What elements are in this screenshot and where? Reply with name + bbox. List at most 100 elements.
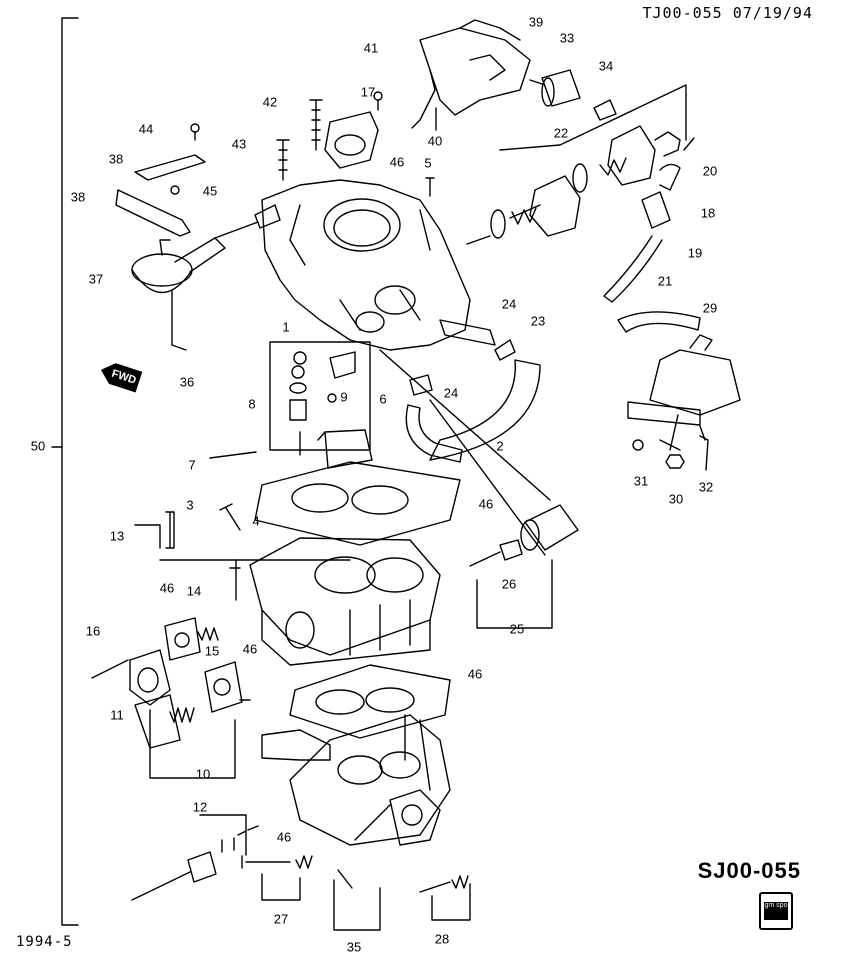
- carburetor-main-body: [229, 537, 441, 666]
- screw-16: [91, 659, 129, 679]
- callout-5: 5: [424, 155, 431, 170]
- assembly-bracket-50: [51, 17, 79, 926]
- callout-32: 32: [699, 479, 713, 494]
- gasket-46-lower: [289, 664, 451, 739]
- clamp-24a: [494, 339, 516, 361]
- linkage-arms-38: [115, 123, 206, 237]
- callout-1: 1: [282, 319, 289, 334]
- washers: [237, 825, 259, 836]
- callout-42: 42: [263, 94, 277, 109]
- vacuum-switching-valve-41: [411, 19, 531, 131]
- gm-spo-logo: gm spo: [759, 892, 793, 930]
- callout-33: 33: [560, 30, 574, 45]
- callout-15: 15: [205, 643, 219, 658]
- choke-diaphragm-37: [131, 221, 259, 351]
- callout-43: 43: [232, 136, 246, 151]
- callout-2: 2: [496, 438, 503, 453]
- screw-5: [425, 177, 435, 197]
- callout-28: 28: [435, 931, 449, 946]
- callout-6: 6: [379, 391, 386, 406]
- diagram-code: SJ00-055: [697, 858, 801, 883]
- callout-40: 40: [428, 133, 442, 148]
- hose-2: [405, 404, 463, 463]
- float-7: [209, 429, 373, 469]
- callout-19: 19: [688, 245, 702, 260]
- hose-23: [429, 359, 541, 461]
- callout-35: 35: [347, 939, 361, 954]
- diagram-reference: TJ00-055 07/19/94: [642, 4, 813, 22]
- screw-43: [276, 139, 290, 181]
- callout-10: 10: [196, 766, 210, 781]
- pump-diaphragm-46: [164, 617, 201, 661]
- callout-14: 14: [187, 583, 201, 598]
- nut-30: [665, 454, 685, 469]
- washer-31: [632, 439, 644, 451]
- callout-45: 45: [203, 183, 217, 198]
- callout-30: 30: [669, 491, 683, 506]
- callout-9: 9: [340, 389, 347, 404]
- callout-17: 17: [361, 84, 375, 99]
- spring-15: [197, 627, 219, 641]
- jet-13: [165, 511, 175, 549]
- hose-20: [659, 163, 681, 191]
- callout-29: 29: [703, 300, 717, 315]
- logo-text: gm spo: [764, 902, 788, 920]
- callout-11: 11: [110, 707, 124, 722]
- filter-18: [641, 191, 671, 229]
- callout-46: 46: [390, 154, 404, 169]
- jet-3: [219, 503, 241, 531]
- callout-44: 44: [139, 121, 153, 136]
- callout-22: 22: [554, 125, 568, 140]
- callout-12: 12: [193, 799, 207, 814]
- callout-4: 4: [252, 513, 259, 528]
- callout-18: 18: [701, 205, 715, 220]
- diaphragm-assembly-22: [466, 84, 695, 245]
- cap-34: [593, 99, 617, 121]
- cover-46: [324, 111, 379, 169]
- callout-13: 13: [110, 528, 124, 543]
- cover-46-lower: [204, 661, 243, 713]
- throttle-body: [261, 714, 451, 846]
- callout-8: 8: [248, 396, 255, 411]
- spring-27: [295, 855, 313, 869]
- callout-27: 27: [274, 911, 288, 926]
- callout-39: 39: [529, 14, 543, 29]
- callout-37: 37: [89, 271, 103, 286]
- sleeve-12: [187, 851, 217, 883]
- screw-28: [419, 881, 451, 893]
- clamp-24b: [409, 374, 433, 396]
- callout-38: 38: [109, 151, 123, 166]
- accelerator-pump-11: [129, 649, 181, 749]
- gasket-46-upper: [254, 461, 461, 546]
- callout-38: 38: [71, 189, 85, 204]
- callout-16: 16: [86, 623, 100, 638]
- spring-28: [451, 875, 469, 889]
- footer-date: 1994-5: [16, 934, 73, 950]
- callout-26: 26: [502, 576, 516, 591]
- callout-46: 46: [243, 641, 257, 656]
- callout-20: 20: [703, 163, 717, 178]
- hose-21: [617, 311, 701, 333]
- callout-46: 46: [160, 580, 174, 595]
- callout-46: 46: [479, 496, 493, 511]
- screw-27: [241, 855, 291, 869]
- callout-46: 46: [277, 829, 291, 844]
- screw-42: [309, 99, 323, 151]
- callout-24: 24: [502, 296, 516, 311]
- callout-24: 24: [444, 385, 458, 400]
- callout-7: 7: [188, 457, 195, 472]
- carburetor-top-body: [254, 179, 496, 351]
- thermo-valve-29: [627, 334, 741, 451]
- screw-12: [131, 871, 191, 901]
- filter-33: [529, 69, 581, 107]
- screw-32: [699, 435, 709, 471]
- fuel-cut-solenoid-25: [469, 504, 579, 629]
- hose-19: [603, 235, 663, 303]
- callout-21: 21: [658, 273, 672, 288]
- callout-41: 41: [364, 40, 378, 55]
- spring-10: [169, 707, 195, 723]
- callout-3: 3: [186, 497, 193, 512]
- callout-23: 23: [531, 313, 545, 328]
